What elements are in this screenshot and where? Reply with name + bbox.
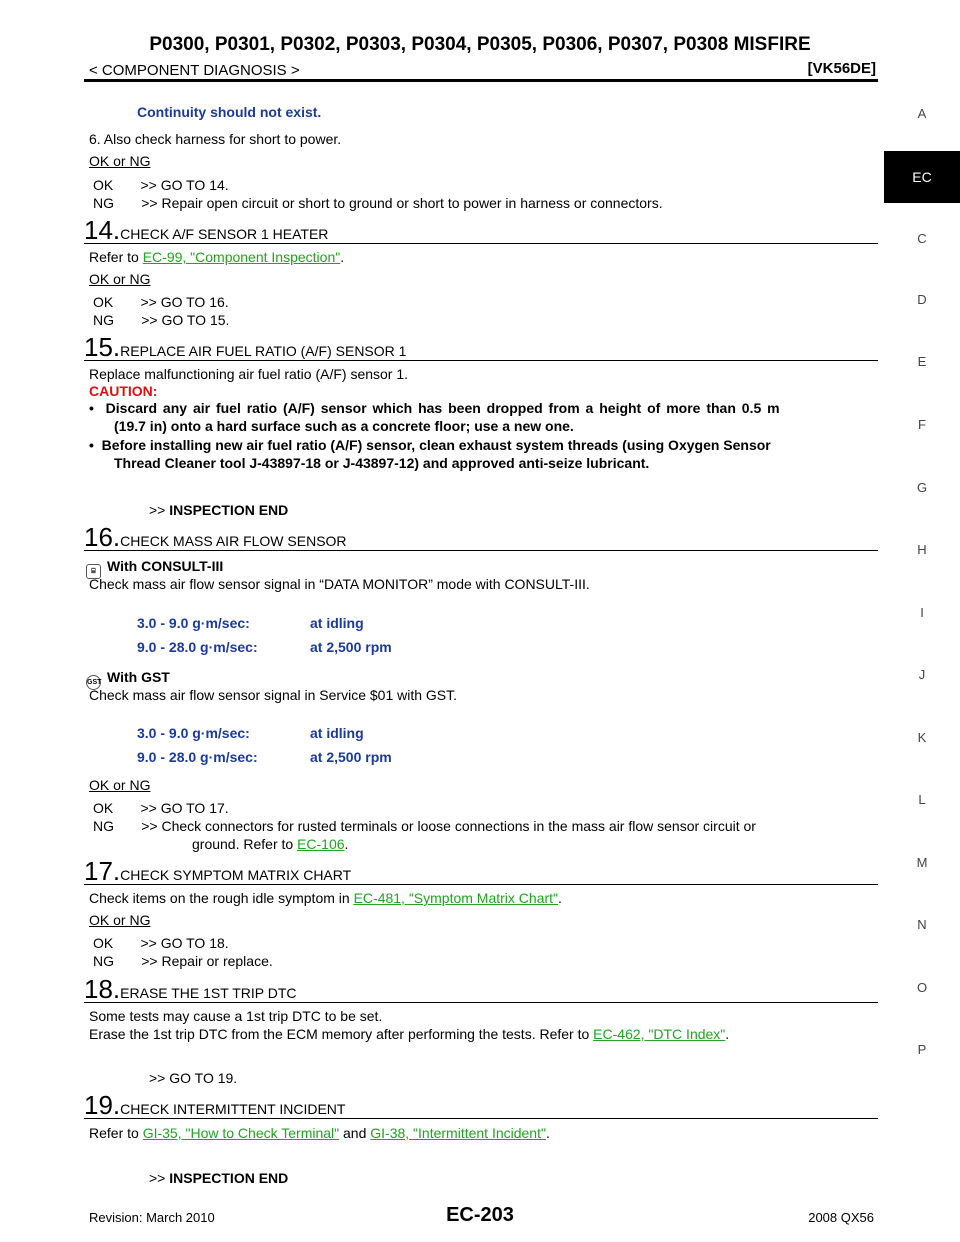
step-number: 17. bbox=[84, 856, 121, 886]
caution-item-1-cont: (19.7 in) onto a hard surface such as a … bbox=[114, 418, 574, 434]
step-title: CHECK SYMPTOM MATRIX CHART bbox=[120, 867, 352, 883]
step-14-refer: Refer to EC-99, "Component Inspection". bbox=[89, 249, 345, 265]
step-title: CHECK A/F SENSOR 1 HEATER bbox=[120, 226, 329, 242]
spec-condition: at idling bbox=[310, 725, 364, 741]
step-18-text-2: Erase the 1st trip DTC from the ECM memo… bbox=[89, 1026, 730, 1042]
step-divider bbox=[84, 243, 878, 244]
spec-condition: at 2,500 rpm bbox=[310, 639, 392, 655]
sidebar-letter-p[interactable]: P bbox=[917, 1042, 927, 1057]
ng-result: NG >> GO TO 15. bbox=[93, 312, 230, 328]
spec-value: 3.0 - 9.0 g·m/sec: bbox=[137, 725, 250, 741]
spec-value: 9.0 - 28.0 g·m/sec: bbox=[137, 749, 258, 765]
ng-result: NG >> Check connectors for rusted termin… bbox=[93, 818, 756, 834]
step-divider bbox=[84, 884, 878, 885]
gst-text: Check mass air flow sensor signal in Ser… bbox=[89, 687, 458, 703]
caution-item-2-cont: Thread Cleaner tool J-43897-18 or J-4389… bbox=[114, 455, 650, 471]
link-ec-481[interactable]: EC-481, "Symptom Matrix Chart" bbox=[353, 890, 559, 906]
step-number: 18. bbox=[84, 974, 121, 1004]
step-title: CHECK INTERMITTENT INCIDENT bbox=[120, 1101, 346, 1117]
ok-ng-label: OK or NG bbox=[89, 153, 151, 169]
sidebar-letter-m[interactable]: M bbox=[916, 855, 928, 870]
page-title: P0300, P0301, P0302, P0303, P0304, P0305… bbox=[149, 34, 811, 55]
step-divider bbox=[84, 1118, 878, 1119]
sidebar-letter-e[interactable]: E bbox=[917, 354, 927, 369]
spec-value: 9.0 - 28.0 g·m/sec: bbox=[137, 639, 258, 655]
step-divider bbox=[84, 360, 878, 361]
step-15-heading: 15.REPLACE AIR FUEL RATIO (A/F) SENSOR 1 bbox=[84, 334, 406, 361]
model-code: [VK56DE] bbox=[807, 60, 876, 77]
sidebar-letter-i[interactable]: I bbox=[920, 605, 924, 620]
inspection-end: >> INSPECTION END bbox=[149, 1170, 289, 1186]
ng-result: NG >> Repair open circuit or short to gr… bbox=[93, 195, 663, 211]
caution-label: CAUTION: bbox=[89, 383, 158, 399]
section-subtitle: < COMPONENT DIAGNOSIS > bbox=[89, 62, 300, 79]
step-number: 15. bbox=[84, 332, 121, 362]
link-ec-462[interactable]: EC-462, "DTC Index" bbox=[593, 1026, 726, 1042]
caution-item-2: • Before installing new air fuel ratio (… bbox=[89, 437, 771, 453]
ok-result: OK >> GO TO 14. bbox=[93, 177, 229, 193]
ng-result: NG >> Repair or replace. bbox=[93, 953, 273, 969]
step-19-refer: Refer to GI-35, "How to Check Terminal" … bbox=[89, 1125, 550, 1141]
sidebar-letter-g[interactable]: G bbox=[916, 480, 928, 495]
ok-result: OK >> GO TO 18. bbox=[93, 935, 229, 951]
step6-text: 6. Also check harness for short to power… bbox=[89, 131, 342, 147]
step-19-heading: 19.CHECK INTERMITTENT INCIDENT bbox=[84, 1092, 345, 1119]
ok-result: OK >> GO TO 17. bbox=[93, 800, 229, 816]
spec-condition: at idling bbox=[310, 615, 364, 631]
step-title: ERASE THE 1ST TRIP DTC bbox=[120, 985, 297, 1001]
footer-model: 2008 QX56 bbox=[808, 1210, 874, 1225]
ok-ng-label: OK or NG bbox=[89, 912, 151, 928]
step-divider bbox=[84, 550, 878, 551]
sidebar-letter-f[interactable]: F bbox=[918, 417, 926, 432]
ok-ng-label: OK or NG bbox=[89, 271, 151, 287]
ng-result-cont: ground. Refer to EC-106. bbox=[192, 836, 349, 852]
step-14-heading: 14.CHECK A/F SENSOR 1 HEATER bbox=[84, 217, 328, 244]
sidebar-letter-k[interactable]: K bbox=[917, 730, 927, 745]
sidebar-letter-h[interactable]: H bbox=[917, 542, 927, 557]
sidebar-letter-a[interactable]: A bbox=[917, 106, 927, 121]
link-ec-99[interactable]: EC-99, "Component Inspection" bbox=[142, 249, 341, 265]
step-number: 19. bbox=[84, 1090, 121, 1120]
header-rule bbox=[84, 79, 878, 82]
sidebar-letter-d[interactable]: D bbox=[917, 292, 927, 307]
step-17-text: Check items on the rough idle symptom in… bbox=[89, 890, 562, 906]
ok-result: OK >> GO TO 16. bbox=[93, 294, 229, 310]
step-16-heading: 16.CHECK MASS AIR FLOW SENSOR bbox=[84, 524, 347, 551]
sidebar-letter-ec[interactable]: EC bbox=[884, 151, 960, 203]
link-gi-38[interactable]: GI-38, "Intermittent Incident" bbox=[370, 1125, 546, 1141]
consult-heading: ⌸With CONSULT-III bbox=[86, 558, 223, 579]
consult-text: Check mass air flow sensor signal in “DA… bbox=[89, 576, 590, 592]
sidebar-letter-n[interactable]: N bbox=[917, 917, 927, 932]
caution-item-1: • Discard any air fuel ratio (A/F) senso… bbox=[89, 400, 780, 416]
link-ec-106[interactable]: EC-106 bbox=[297, 836, 345, 852]
ok-ng-label: OK or NG bbox=[89, 777, 151, 793]
sidebar-letter-c[interactable]: C bbox=[917, 231, 927, 246]
step-18-text-1: Some tests may cause a 1st trip DTC to b… bbox=[89, 1008, 383, 1024]
step-17-heading: 17.CHECK SYMPTOM MATRIX CHART bbox=[84, 858, 351, 885]
step-number: 14. bbox=[84, 215, 121, 245]
spec-condition: at 2,500 rpm bbox=[310, 749, 392, 765]
step-title: CHECK MASS AIR FLOW SENSOR bbox=[120, 533, 347, 549]
sidebar-letter-j[interactable]: J bbox=[918, 667, 926, 682]
step-title: REPLACE AIR FUEL RATIO (A/F) SENSOR 1 bbox=[120, 343, 407, 359]
step-15-text: Replace malfunctioning air fuel ratio (A… bbox=[89, 366, 409, 382]
consult-tool-icon: ⌸ bbox=[86, 564, 101, 579]
page-number: EC-203 bbox=[446, 1204, 514, 1226]
step-divider bbox=[84, 1002, 878, 1003]
sidebar-letter-l[interactable]: L bbox=[918, 792, 926, 807]
inspection-end: >> INSPECTION END bbox=[149, 502, 289, 518]
step-18-heading: 18.ERASE THE 1ST TRIP DTC bbox=[84, 976, 297, 1003]
spec-value: 3.0 - 9.0 g·m/sec: bbox=[137, 615, 250, 631]
gst-tool-icon: GST bbox=[86, 675, 101, 690]
sidebar-letter-o[interactable]: O bbox=[916, 980, 928, 995]
step-number: 16. bbox=[84, 522, 121, 552]
link-gi-35[interactable]: GI-35, "How to Check Terminal" bbox=[142, 1125, 340, 1141]
goto-19: >> GO TO 19. bbox=[149, 1070, 238, 1086]
continuity-spec: Continuity should not exist. bbox=[137, 104, 322, 120]
footer-revision: Revision: March 2010 bbox=[89, 1210, 215, 1225]
